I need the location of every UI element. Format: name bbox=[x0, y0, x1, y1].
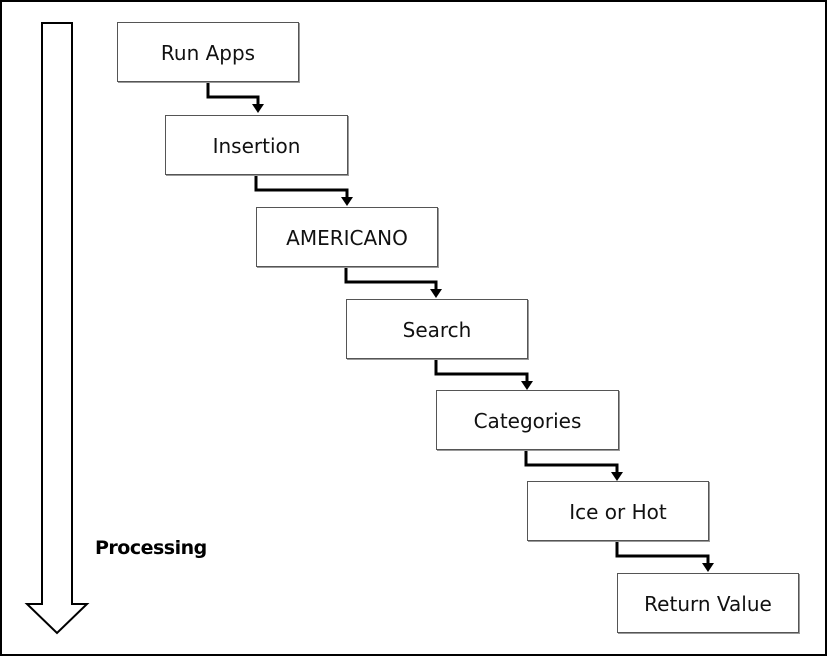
connector-1-2 bbox=[206, 81, 264, 113]
step-search: Search bbox=[346, 299, 528, 359]
step-label: Search bbox=[402, 318, 472, 342]
connector-2-3 bbox=[254, 174, 353, 206]
connector-5-6 bbox=[524, 449, 623, 481]
processing-direction-arrow bbox=[24, 22, 90, 635]
step-run-apps: Run Apps bbox=[117, 22, 299, 82]
step-return-value: Return Value bbox=[617, 573, 799, 633]
connector-4-5 bbox=[434, 358, 533, 390]
step-label: Ice or Hot bbox=[569, 500, 667, 524]
step-label: Run Apps bbox=[160, 41, 256, 65]
connector-6-7 bbox=[615, 540, 714, 572]
step-insertion: Insertion bbox=[165, 115, 348, 175]
step-americano: AMERICANO bbox=[256, 207, 438, 267]
step-label: Return Value bbox=[644, 592, 772, 616]
step-label: Insertion bbox=[212, 134, 301, 158]
connector-3-4 bbox=[344, 266, 442, 298]
step-label: Categories bbox=[473, 409, 582, 433]
step-categories: Categories bbox=[436, 390, 619, 450]
processing-label: Processing bbox=[95, 537, 207, 559]
step-label: AMERICANO bbox=[286, 226, 408, 250]
step-ice-or-hot: Ice or Hot bbox=[527, 481, 709, 541]
